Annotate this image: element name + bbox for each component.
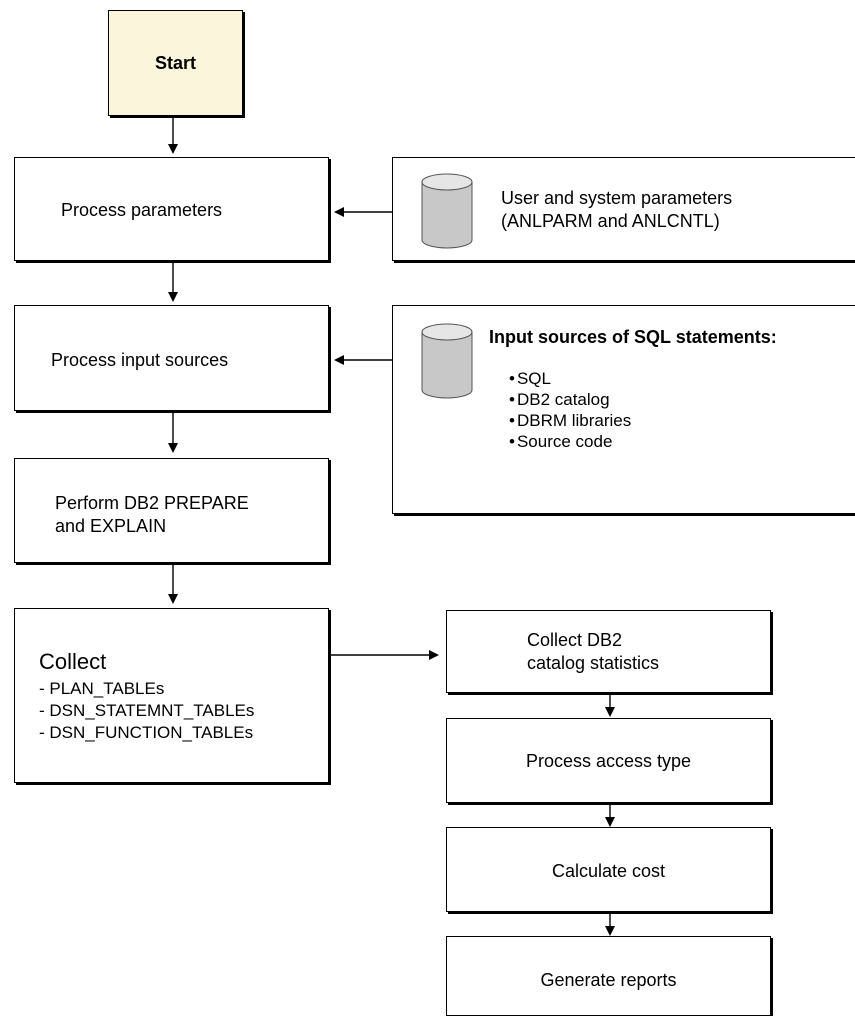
calculate-cost-step: Calculate cost — [446, 827, 771, 912]
sql-source-item: Source code — [509, 431, 631, 452]
start-node: Start — [108, 10, 243, 116]
process-input-sources-step: Process input sources — [14, 305, 329, 411]
sql-sources-list: SQL DB2 catalog DBRM libraries Source co… — [509, 368, 631, 452]
collect-title: Collect — [39, 649, 107, 674]
prepare-explain-line2: and EXPLAIN — [55, 516, 167, 536]
sql-sources-title: Input sources of SQL statements: — [489, 327, 777, 347]
calculate-cost-label: Calculate cost — [551, 861, 666, 881]
collect-item: - PLAN_TABLEs — [39, 679, 165, 698]
database-cylinder-icon — [421, 173, 473, 249]
access-type-step: Process access type — [446, 718, 771, 803]
prepare-explain-line1: Perform DB2 PREPARE — [55, 493, 249, 513]
process-parameters-label: Process parameters — [61, 200, 223, 220]
access-type-label: Process access type — [525, 751, 692, 771]
collect-item: - DSN_STATEMNT_TABLEs — [39, 701, 255, 720]
sql-source-item: DBRM libraries — [509, 410, 631, 431]
catalog-stats-line2: catalog statistics — [527, 653, 660, 673]
database-cylinder-icon — [421, 323, 473, 399]
collect-step: Collect - PLAN_TABLEs - DSN_STATEMNT_TAB… — [14, 608, 329, 783]
start-label: Start — [154, 53, 196, 73]
sql-source-item: SQL — [509, 368, 631, 389]
generate-reports-label: Generate reports — [540, 970, 677, 990]
sql-input-sources: Input sources of SQL statements: SQL DB2… — [392, 305, 855, 514]
catalog-statistics-step: Collect DB2 catalog statistics — [446, 610, 771, 693]
parameters-source-line1: User and system parameters — [501, 188, 733, 208]
generate-reports-step: Generate reports — [446, 936, 771, 1016]
catalog-stats-line1: Collect DB2 — [527, 630, 623, 650]
prepare-explain-step: Perform DB2 PREPARE and EXPLAIN — [14, 458, 329, 563]
process-input-sources-label: Process input sources — [51, 350, 229, 370]
parameters-source-line2: (ANLPARM and ANLCNTL) — [501, 211, 720, 231]
sql-source-item: DB2 catalog — [509, 389, 631, 410]
user-system-parameters-source: User and system parameters (ANLPARM and … — [392, 157, 855, 261]
process-parameters-step: Process parameters — [14, 157, 329, 261]
collect-item: - DSN_FUNCTION_TABLEs — [39, 723, 254, 742]
